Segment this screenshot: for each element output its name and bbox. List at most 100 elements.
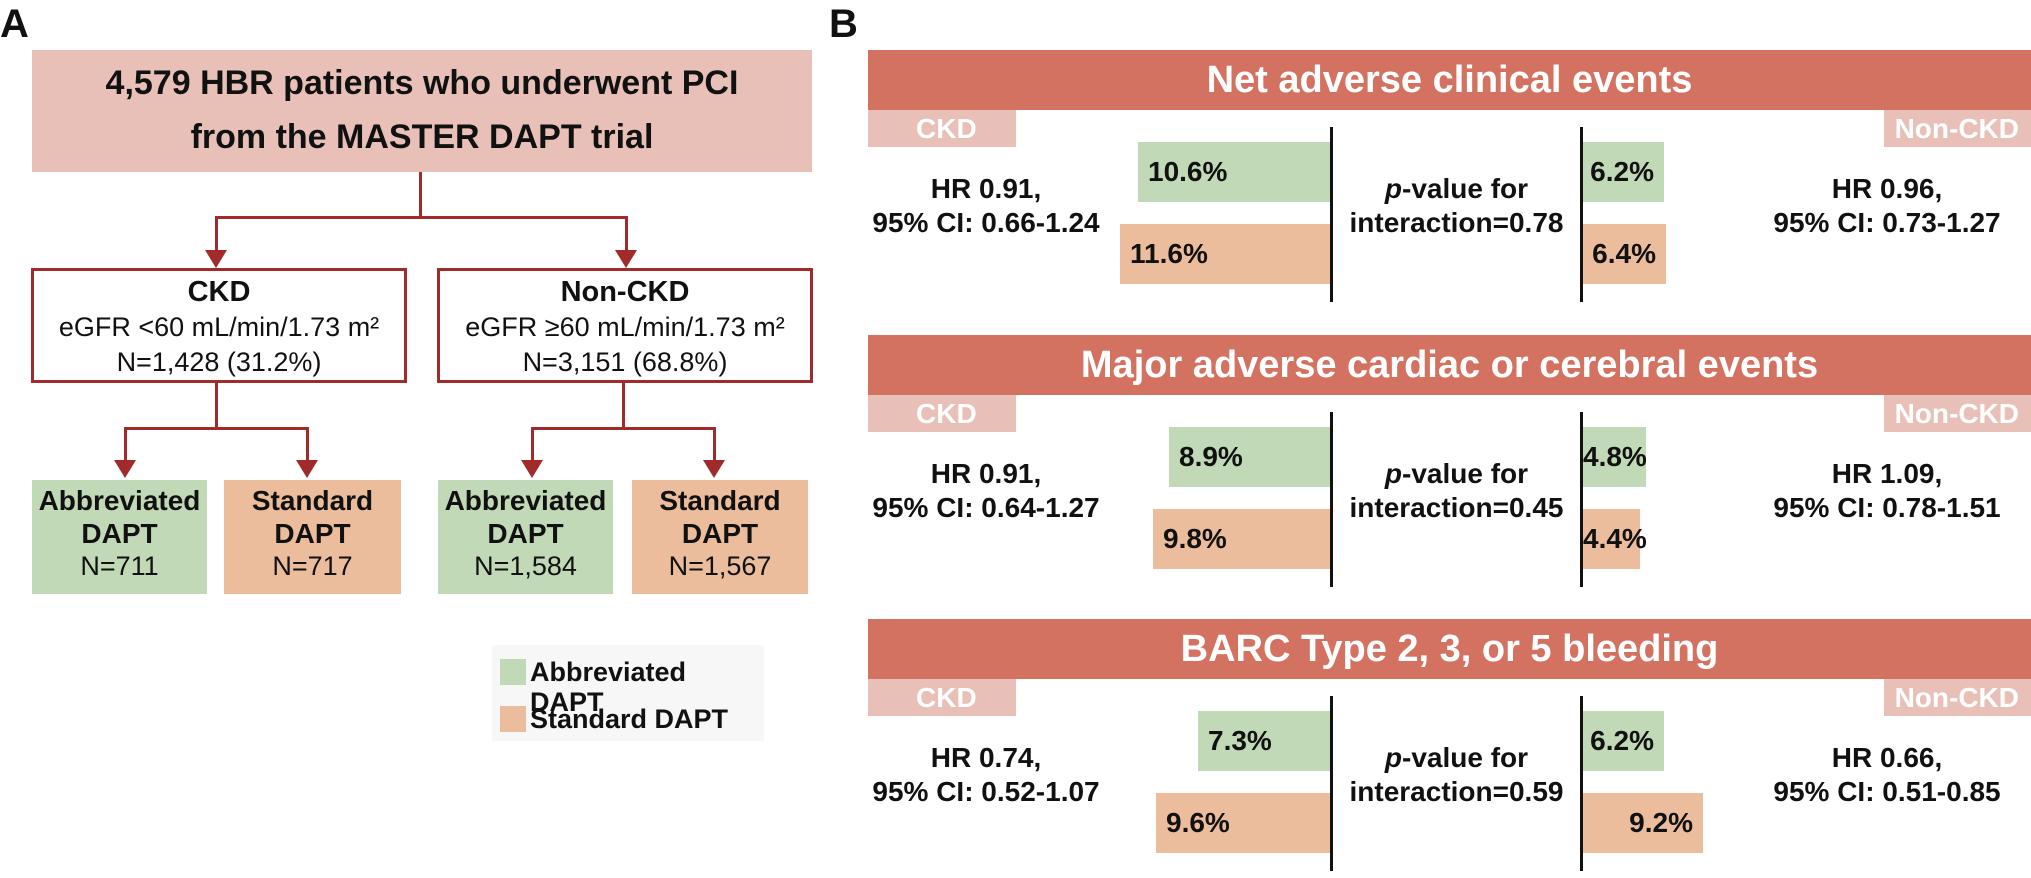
connector-line xyxy=(124,427,309,430)
arm-n: N=1,584 xyxy=(474,551,577,581)
pvalue-italic: p xyxy=(1384,742,1403,773)
pvalue-rest: -value for xyxy=(1402,173,1529,204)
nonckd-standard-bar: 9.2% xyxy=(1583,793,1703,853)
pvalue-rest: -value for xyxy=(1402,742,1529,773)
legend-swatch-abbreviated xyxy=(500,659,526,685)
nonckd-abbreviated-bar: 4.8% xyxy=(1583,427,1647,487)
nonckd-standard-arm: Standard DAPT N=1,567 xyxy=(632,480,808,594)
ckd-abbreviated-bar: 7.3% xyxy=(1198,711,1330,771)
arrow-down-icon xyxy=(296,460,318,478)
nonckd-tag: Non-CKD xyxy=(1884,679,2031,716)
ckd-standard-arm: Standard DAPT N=717 xyxy=(224,480,401,594)
ckd-group-criterion: eGFR <60 mL/min/1.73 m² xyxy=(58,312,380,342)
arm-name-line1: Standard xyxy=(251,485,374,516)
nonckd-tag: Non-CKD xyxy=(1884,395,2031,432)
nonckd-group-title: Non-CKD xyxy=(560,276,690,308)
legend-label-standard: Standard DAPT xyxy=(530,704,729,734)
arm-name-line1: Standard xyxy=(659,485,781,516)
nonckd-abbreviated-arm: Abbreviated DAPT N=1,584 xyxy=(438,480,613,594)
ckd-abbreviated-arm: Abbreviated DAPT N=711 xyxy=(32,480,207,594)
ckd-group-n: N=1,428 (31.2%) xyxy=(116,347,322,377)
ckd-hr: HR 0.74, xyxy=(930,742,1042,773)
connector-line xyxy=(215,216,627,219)
nonckd-hr: HR 1.09, xyxy=(1831,458,1943,489)
section-title: BARC Type 2, 3, or 5 bleeding xyxy=(868,619,2031,679)
nonckd-hr: HR 0.66, xyxy=(1831,742,1943,773)
connector-line xyxy=(215,383,218,429)
ckd-standard-bar: 11.6% xyxy=(1120,224,1330,284)
pvalue-italic: p xyxy=(1384,458,1403,489)
nonckd-axis-line xyxy=(1580,412,1583,587)
section-title: Net adverse clinical events xyxy=(868,50,2031,110)
nonckd-ci: 95% CI: 0.78-1.51 xyxy=(1773,492,2001,523)
connector-line xyxy=(625,216,628,250)
arrow-down-icon xyxy=(521,460,543,478)
connector-line xyxy=(531,427,534,461)
arm-n: N=1,567 xyxy=(668,551,772,581)
pvalue-label: p-value for xyxy=(1333,172,1580,206)
nonckd-axis-line xyxy=(1580,127,1583,302)
panel-b-letter: B xyxy=(829,2,858,46)
arrow-down-icon xyxy=(114,460,136,478)
connector-line xyxy=(622,383,625,429)
ckd-tag: CKD xyxy=(868,679,1016,716)
ckd-group-title: CKD xyxy=(187,276,251,308)
arm-name-line2: DAPT xyxy=(274,518,351,549)
ckd-tag: CKD xyxy=(868,110,1016,147)
nonckd-standard-bar: 4.4% xyxy=(1583,509,1647,569)
interaction-value: interaction=0.78 xyxy=(1349,207,1564,238)
pvalue-label: p-value for xyxy=(1333,741,1580,775)
arm-name-line1: Abbreviated xyxy=(38,485,201,516)
nonckd-ci: 95% CI: 0.51-0.85 xyxy=(1773,776,2001,807)
arm-name-line2: DAPT xyxy=(487,518,564,549)
nonckd-ci: 95% CI: 0.73-1.27 xyxy=(1773,207,2001,238)
arm-name-line2: DAPT xyxy=(681,518,759,549)
arrow-down-icon xyxy=(205,250,227,268)
ckd-ci: 95% CI: 0.52-1.07 xyxy=(872,776,1100,807)
connector-line xyxy=(306,427,309,461)
nonckd-group-n: N=3,151 (68.8%) xyxy=(522,347,728,377)
total-population-line2: from the MASTER DAPT trial xyxy=(190,118,654,156)
ckd-axis-line xyxy=(1330,696,1333,871)
legend-label-abbreviated: Abbreviated DAPT xyxy=(530,657,687,717)
pvalue-rest: -value for xyxy=(1402,458,1529,489)
total-population-box: 4,579 HBR patients who underwent PCI fro… xyxy=(32,50,812,172)
total-population-line1: 4,579 HBR patients who underwent PCI xyxy=(105,64,739,102)
nonckd-group-box: Non-CKD eGFR ≥60 mL/min/1.73 m² N=3,151 … xyxy=(437,268,813,383)
nonckd-group-criterion: eGFR ≥60 mL/min/1.73 m² xyxy=(465,312,785,342)
arrow-down-icon xyxy=(615,250,637,268)
interaction-value: interaction=0.45 xyxy=(1349,492,1564,523)
legend-swatch-standard xyxy=(500,706,526,732)
ckd-axis-line xyxy=(1330,127,1333,302)
nonckd-tag: Non-CKD xyxy=(1884,110,2031,147)
connector-line xyxy=(419,172,422,218)
ckd-standard-bar: 9.6% xyxy=(1156,793,1330,853)
connector-line xyxy=(215,216,218,250)
ckd-abbreviated-bar: 8.9% xyxy=(1169,427,1330,487)
ckd-abbreviated-bar: 10.6% xyxy=(1138,142,1330,202)
ckd-ci: 95% CI: 0.66-1.24 xyxy=(872,207,1100,238)
ckd-standard-bar: 9.8% xyxy=(1153,509,1330,569)
connector-line xyxy=(713,427,716,461)
nonckd-standard-bar: 6.4% xyxy=(1583,224,1666,284)
arm-name-line1: Abbreviated xyxy=(444,485,607,516)
legend: Abbreviated DAPT Standard DAPT xyxy=(492,645,764,741)
ckd-group-box: CKD eGFR <60 mL/min/1.73 m² N=1,428 (31.… xyxy=(31,268,407,383)
ckd-tag: CKD xyxy=(868,395,1016,432)
nonckd-abbreviated-bar: 6.2% xyxy=(1583,711,1664,771)
ckd-ci: 95% CI: 0.64-1.27 xyxy=(872,492,1100,523)
connector-line xyxy=(124,427,127,461)
arm-n: N=711 xyxy=(80,551,159,581)
section-title: Major adverse cardiac or cerebral events xyxy=(868,335,2031,395)
panel-a-letter: A xyxy=(0,2,29,46)
interaction-value: interaction=0.59 xyxy=(1349,776,1564,807)
pvalue-italic: p xyxy=(1384,173,1403,204)
arm-name-line2: DAPT xyxy=(81,518,158,549)
connector-line xyxy=(531,427,716,430)
ckd-hr: HR 0.91, xyxy=(930,458,1042,489)
nonckd-abbreviated-bar: 6.2% xyxy=(1583,142,1664,202)
pvalue-label: p-value for xyxy=(1333,457,1580,491)
nonckd-axis-line xyxy=(1580,696,1583,871)
arm-n: N=717 xyxy=(272,551,353,581)
arrow-down-icon xyxy=(703,460,725,478)
